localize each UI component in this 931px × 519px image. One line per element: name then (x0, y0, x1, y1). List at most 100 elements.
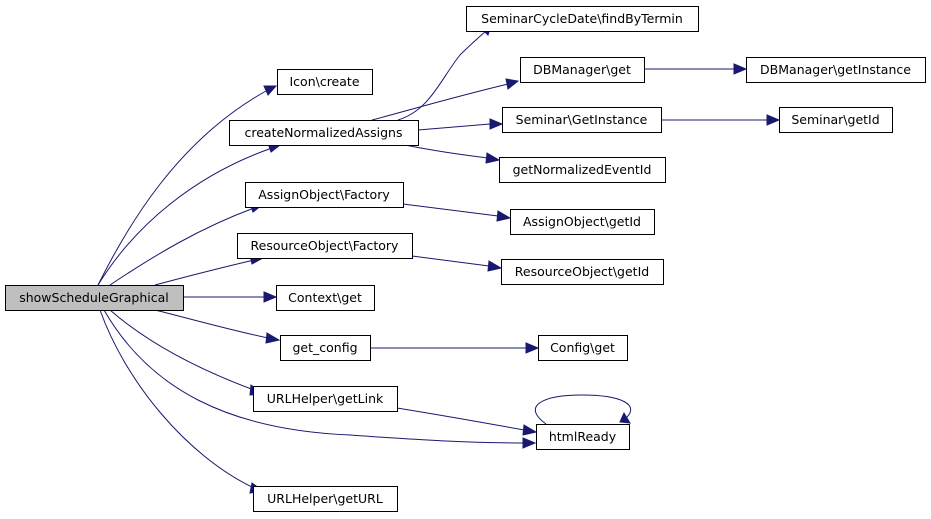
node-box (466, 6, 699, 32)
edge-create_norm-to-get_norm_event (404, 144, 501, 164)
node-box (5, 285, 184, 311)
node-label: SeminarCycleDate\findByTermin (481, 11, 683, 26)
node-box (779, 107, 893, 133)
arrowhead (496, 210, 512, 222)
edge-show-to-url_geturl (99, 309, 265, 494)
edge-line (97, 147, 273, 286)
node-config-get[interactable]: Config\get (538, 335, 628, 361)
node-htmlready[interactable]: htmlReady (536, 424, 630, 450)
edge-line (402, 203, 499, 217)
arrowhead (265, 332, 281, 344)
node-label: AssignObject\getId (523, 214, 641, 229)
node-label: Icon\create (289, 74, 359, 89)
arrowhead (525, 342, 540, 354)
edge-line (411, 255, 490, 267)
node-label: URLHelper\getLink (267, 391, 384, 406)
edge-show-to-url_getlink (109, 309, 265, 396)
edge-show-to-icon_create (97, 85, 278, 286)
edge-line (404, 144, 489, 159)
edges-layer (97, 24, 781, 494)
edge-create_norm-to-db_get (371, 78, 520, 121)
node-icon-create[interactable]: Icon\create (277, 69, 373, 95)
node-label: ResourceObject\Factory (251, 238, 400, 253)
edge-line (397, 30, 487, 121)
arrowhead (485, 152, 501, 164)
node-db-get[interactable]: DBManager\get (520, 57, 645, 83)
node-label: DBManager\getInstance (760, 62, 911, 77)
node-resource-getid[interactable]: ResourceObject\getId (501, 259, 664, 285)
arrowhead (489, 118, 504, 130)
node-label: createNormalizedAssigns (245, 125, 403, 140)
edge-line (109, 207, 255, 286)
edge-db_get-to-db_getinstance (644, 63, 748, 75)
node-db-getinstance[interactable]: DBManager\getInstance (746, 57, 926, 83)
arrowhead (619, 411, 631, 424)
nodes-layer: showScheduleGraphical Icon\create createNo… (5, 6, 926, 512)
node-seminar-getid[interactable]: Seminar\getId (779, 107, 893, 133)
edge-show-to-resource_factory (154, 254, 265, 286)
edge-line (97, 90, 267, 286)
node-label: URLHelper\getURL (267, 491, 383, 506)
node-label: htmlReady (549, 429, 617, 444)
arrowhead (733, 63, 748, 75)
node-label: ResourceObject\getId (515, 264, 649, 279)
edge-line (103, 309, 525, 444)
edge-line (534, 394, 632, 425)
node-get-config[interactable]: get_config (280, 335, 371, 361)
arrowhead (263, 85, 278, 96)
arrowhead (522, 424, 538, 436)
edge-line (371, 83, 509, 121)
node-resource-factory[interactable]: ResourceObject\Factory (237, 233, 413, 259)
edge-assign_factory-to-assign_getid (402, 203, 512, 222)
node-label: DBManager\get (533, 62, 631, 77)
node-box (536, 424, 630, 450)
node-label: Context\get (288, 290, 362, 305)
node-assign-factory[interactable]: AssignObject\Factory (245, 182, 404, 208)
edge-line (417, 123, 491, 131)
edge-show-to-context_get (183, 291, 278, 303)
node-box (746, 57, 926, 83)
node-box (280, 335, 371, 361)
edge-seminar_getinstance-to-seminar_getid (661, 114, 781, 126)
node-assign-getid[interactable]: AssignObject\getId (510, 209, 655, 235)
node-box (253, 386, 398, 412)
edge-get_config-to-config_get (370, 342, 540, 354)
edge-resource_factory-to-resource_getid (411, 255, 503, 272)
node-label: Seminar\GetInstance (516, 112, 648, 127)
edge-line (99, 309, 255, 489)
node-box (245, 182, 404, 208)
edge-create_norm-to-seminar_cycle (397, 24, 492, 121)
edge-htmlready-to-htmlready (534, 394, 632, 425)
node-url-getlink[interactable]: URLHelper\getLink (253, 386, 398, 412)
node-label: getNormalizedEventId (513, 162, 652, 177)
node-box (501, 259, 664, 285)
arrowhead (522, 437, 537, 449)
edge-create_norm-to-seminar_getinstance (417, 118, 504, 131)
node-box (510, 209, 655, 235)
node-show[interactable]: showScheduleGraphical (5, 285, 184, 311)
arrowhead (505, 78, 520, 90)
edge-line (396, 407, 525, 431)
edge-line (109, 309, 255, 391)
node-create-norm[interactable]: createNormalizedAssigns (229, 120, 419, 146)
node-box (520, 57, 645, 83)
node-url-geturl[interactable]: URLHelper\getURL (253, 486, 398, 512)
node-context-get[interactable]: Context\get (276, 285, 375, 311)
node-box (276, 285, 375, 311)
node-label: AssignObject\Factory (258, 187, 390, 202)
edge-line (154, 259, 255, 286)
node-label: Seminar\getId (791, 112, 879, 127)
node-box (277, 69, 373, 95)
node-seminar-getinstance[interactable]: Seminar\GetInstance (502, 107, 662, 133)
edge-line (154, 309, 269, 339)
node-box (229, 120, 419, 146)
arrowhead (263, 291, 278, 303)
node-get-norm-event[interactable]: getNormalizedEventId (499, 157, 666, 183)
edge-url_getlink-to-htmlready (396, 407, 538, 436)
arrowhead (766, 114, 781, 126)
node-box (499, 157, 666, 183)
node-box (502, 107, 662, 133)
node-box (538, 335, 628, 361)
node-seminar-cycle[interactable]: SeminarCycleDate\findByTermin (466, 6, 699, 32)
